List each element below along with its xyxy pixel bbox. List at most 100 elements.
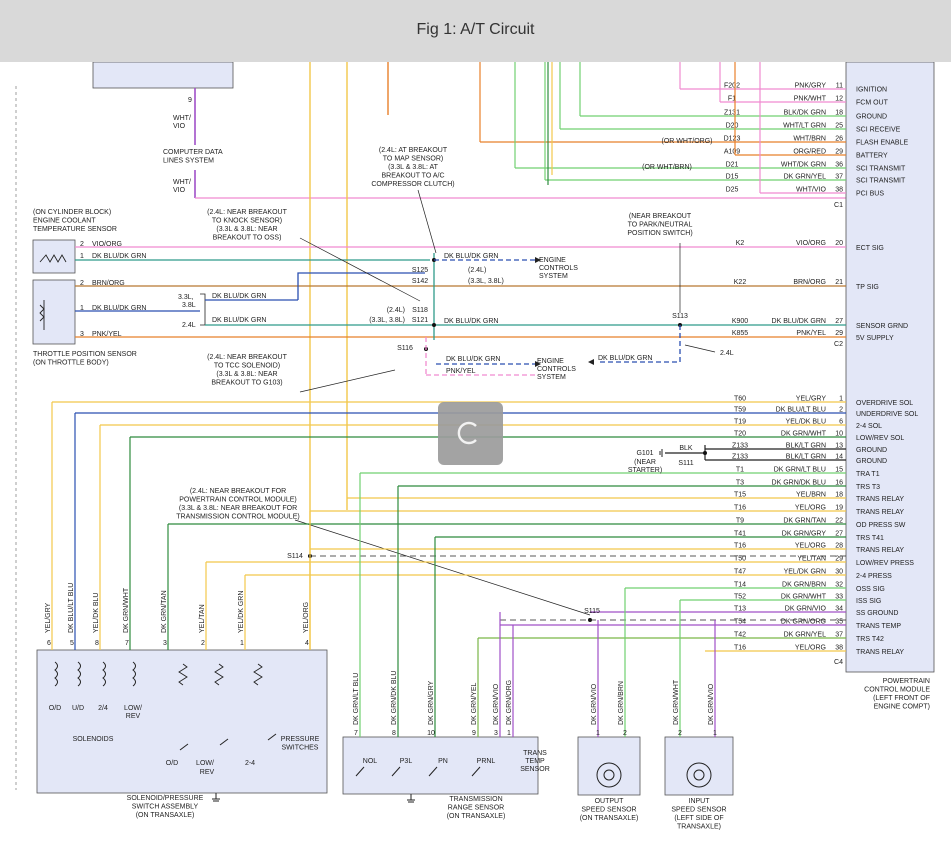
label: PN — [438, 758, 448, 765]
label: PNK/YEL — [92, 331, 122, 338]
label: DK GRN/YEL — [471, 682, 478, 725]
label: 29 — [835, 149, 843, 156]
label: 5V SUPPLY — [856, 335, 894, 342]
label: (2.4L: NEAR BREAKOUT — [207, 209, 287, 216]
label: LINES SYSTEM — [163, 158, 214, 165]
cdl-box — [92, 62, 234, 89]
label: 19 — [835, 505, 843, 512]
label: SCI RECEIVE — [856, 127, 901, 134]
label: ENGINE COOLANT — [33, 218, 96, 225]
label: ECT SIG — [856, 245, 884, 252]
label: T47 — [734, 569, 746, 576]
wire — [297, 272, 425, 300]
label: 12 — [835, 96, 843, 103]
trs-box — [342, 736, 539, 795]
label: DK GRN/DK BLU — [391, 671, 398, 725]
pcm-box — [845, 62, 935, 673]
label: 9 — [188, 97, 192, 104]
label: SYSTEM — [537, 374, 566, 381]
label: YEL/DK BLU — [786, 419, 826, 426]
label: DK GRN/VIO — [493, 683, 500, 725]
label: DK BLU/DK GRN — [212, 293, 266, 300]
label: YEL/DK BLU — [93, 593, 100, 633]
label: S142 — [412, 278, 428, 285]
label: 2.4L — [720, 350, 734, 357]
label: TP SIG — [856, 284, 879, 291]
label: C2 — [834, 341, 843, 348]
label: TRANS — [523, 750, 547, 757]
label: LOW/REV SOL — [856, 435, 904, 442]
label: C4 — [834, 659, 843, 666]
label: DK GRN/VIO — [708, 683, 715, 725]
label: P3L — [400, 758, 413, 765]
label: 35 — [835, 619, 843, 626]
label: T41 — [734, 531, 746, 538]
label: (ON THROTTLE BODY) — [33, 360, 109, 367]
label: DK GRN/BRN — [782, 582, 826, 589]
label: BREAKOUT TO A/C — [381, 173, 444, 180]
label: ENGINE — [537, 358, 564, 365]
label: 27 — [835, 531, 843, 538]
label: PNK/WHT — [794, 96, 827, 103]
label: 11 — [836, 83, 843, 90]
label: 3 — [80, 331, 84, 338]
label: TEMP — [525, 758, 545, 765]
label: 1 — [80, 253, 84, 260]
label: POWERTRAIN — [883, 678, 930, 685]
leader — [299, 369, 396, 393]
speed-sensor-gear-icon — [603, 769, 615, 781]
arrow-icon — [535, 361, 541, 367]
ground-icon — [212, 793, 220, 802]
label: TO MAP SENSOR) — [383, 156, 443, 163]
label: DK GRN/WHT — [781, 431, 827, 438]
label: BLK/DK GRN — [784, 110, 826, 117]
label: DK GRN/GRY — [428, 680, 435, 725]
label: 8 — [95, 640, 99, 647]
label: DK BLU/DK GRN — [444, 253, 498, 260]
label: (OR WHT/BRN) — [642, 164, 692, 171]
label: DK BLU/LT BLU — [776, 407, 826, 414]
label: SPEED SENSOR — [581, 807, 636, 814]
label: 6 — [47, 640, 51, 647]
label: 1 — [240, 640, 244, 647]
label: 37 — [835, 632, 843, 639]
label: T1 — [736, 467, 744, 474]
label: OUTPUT — [595, 798, 625, 805]
label: 2 — [839, 407, 843, 414]
label: DK GRN/TAN — [161, 590, 168, 633]
label: DK GRN/VIO — [785, 606, 827, 613]
label: YEL/ORG — [795, 645, 826, 652]
label: BREAKOUT TO G103) — [211, 380, 282, 387]
label: D20 — [726, 123, 739, 130]
label: 16 — [835, 480, 843, 487]
leader — [294, 519, 591, 616]
label: COMPUTER DATA — [163, 149, 223, 156]
label: 29 — [835, 330, 843, 337]
label: TRANSAXLE) — [677, 824, 721, 831]
label: (3.3L & 3.8L: NEAR — [216, 371, 277, 378]
label: 2.4L — [182, 322, 196, 329]
label: T50 — [734, 556, 746, 563]
label: CONTROLS — [537, 366, 576, 373]
label: T59 — [734, 407, 746, 414]
label: T14 — [734, 582, 746, 589]
label: FLASH ENABLE — [856, 140, 908, 147]
label: D123 — [724, 136, 741, 143]
label: PCI BUS — [856, 191, 884, 198]
label: 8 — [392, 730, 396, 737]
leader — [299, 237, 421, 302]
label: YEL/DK GRN — [784, 569, 826, 576]
label: T9 — [736, 518, 744, 525]
solenoid-assembly-box — [36, 649, 328, 794]
loading-overlay[interactable] — [438, 402, 503, 465]
label: WHT/LT GRN — [783, 123, 826, 130]
label: 2 — [80, 241, 84, 248]
label: S125 — [412, 267, 428, 274]
label: BLK/LT GRN — [786, 454, 826, 461]
label: SCI TRANSMIT — [856, 166, 906, 173]
label: RANGE SENSOR — [448, 805, 504, 812]
label: 25 — [835, 123, 843, 130]
leader — [684, 344, 716, 353]
label: 5 — [70, 640, 74, 647]
